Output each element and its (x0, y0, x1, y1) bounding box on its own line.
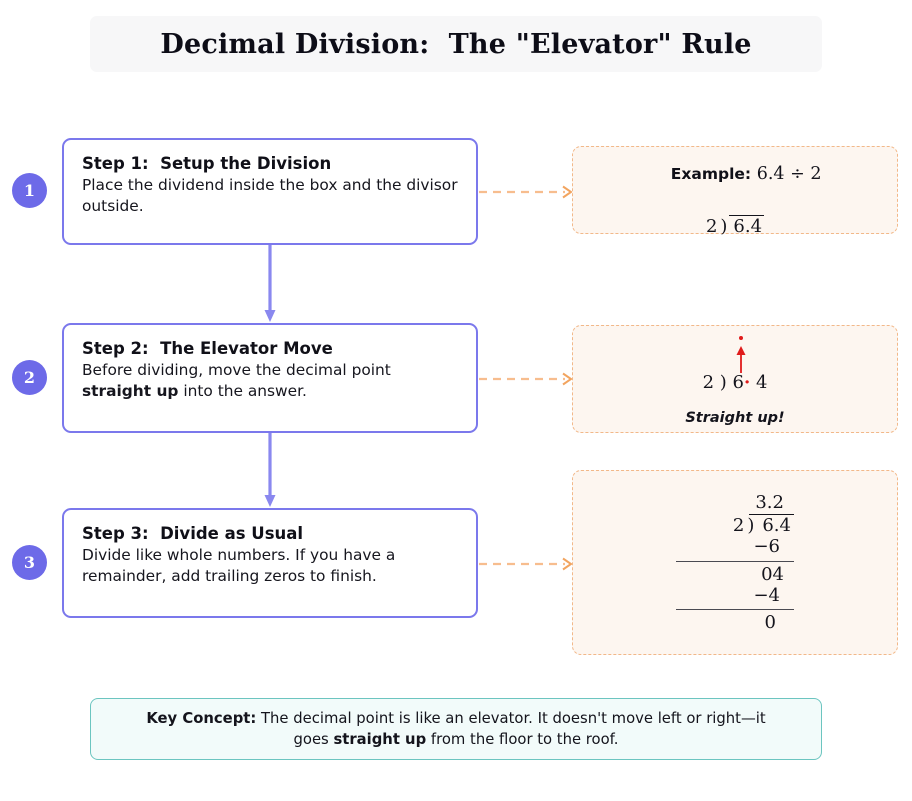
key-concept-part2: from the floor to the roof. (426, 731, 619, 748)
link-connector-step-3 (479, 556, 574, 571)
dashed-arrow-icon (479, 557, 573, 571)
subtract-row-1: −6 (676, 536, 794, 557)
key-concept-emphasis: straight up (333, 731, 427, 748)
step-body-3: Divide like whole numbers. If you have a… (82, 545, 460, 586)
remainder-value: 0 (764, 611, 776, 633)
subtract-row-2: −4 (676, 585, 794, 606)
division-bracket-icon: ) (720, 216, 728, 237)
dividend-decimal-point: · (743, 372, 751, 393)
dividend-value: 6.4 (729, 215, 765, 236)
dashed-arrow-icon (479, 185, 573, 199)
example-panel-3: 3.2 2 ) 6.4 −6 04 −4 0 (572, 470, 898, 655)
step-body-2-emphasis: straight up (82, 381, 179, 400)
step-number-badge-1: 1 (12, 173, 47, 208)
division-bracket-icon: ) (747, 515, 755, 537)
step-body-1-text: Place the dividend inside the box and th… (82, 176, 458, 215)
example-expression-row: Example: 6.4 ÷ 2 (649, 144, 822, 204)
down-arrow-icon (264, 245, 276, 322)
step-body-2-text-part1: Before dividing, move the decimal point (82, 361, 391, 380)
link-connector-step-1 (479, 184, 574, 199)
step-title-3: Step 3: Divide as Usual (82, 524, 304, 543)
example-label: Example: (670, 165, 752, 183)
example-expression: 6.4 ÷ 2 (756, 164, 822, 184)
long-division-worked: 3.2 2 ) 6.4 −6 04 −4 0 (676, 492, 794, 633)
example-panel-1: Example: 6.4 ÷ 2 2 ) 6.4 (572, 144, 898, 237)
dividend-value: 6.4 (762, 515, 791, 537)
step-card-3[interactable]: Step 3: Divide as Usual Divide like whol… (62, 508, 478, 618)
down-arrow-icon (264, 433, 276, 507)
step-body-2: Before dividing, move the decimal point … (82, 360, 460, 401)
division-rule-1 (676, 560, 794, 562)
link-connector-step-2 (479, 371, 574, 386)
quotient-row: 3.2 (676, 492, 794, 516)
elevator-caption: Straight up! (685, 410, 785, 426)
title-banner: Decimal Division: The "Elevator" Rule (90, 16, 822, 72)
division-bracket-icon: ) (719, 372, 727, 393)
divisor-value: 2 (702, 372, 715, 393)
key-concept-callout: Key Concept: The decimal point is like a… (90, 698, 822, 760)
quotient-decimal-dot (739, 336, 743, 340)
division-rule-2 (676, 608, 794, 610)
divisor-value: 2 (705, 216, 718, 237)
key-concept-text: Key Concept: The decimal point is like a… (131, 708, 781, 751)
step-card-1[interactable]: Step 1: Setup the Division Place the div… (62, 138, 478, 245)
flow-connector-2-3 (262, 433, 278, 508)
dividend-left-digit: 6 (732, 372, 744, 393)
bring-down-row: 04 (676, 564, 794, 585)
key-concept-part1: The decimal point is like an elevator. I… (256, 709, 766, 748)
long-division-setup: 2 ) 6.4 (705, 215, 765, 237)
divisor-value: 2 (732, 515, 745, 537)
elevator-illustration: 2 ) 6· 4 (635, 332, 835, 408)
step-body-2-text-part2: into the answer. (178, 381, 307, 400)
step-number-badge-3: 3 (12, 545, 47, 580)
example-panel-2: 2 ) 6· 4 Straight up! (572, 325, 898, 433)
quotient-value: 3.2 (749, 492, 794, 516)
step-title-1: Step 1: Setup the Division (82, 154, 332, 173)
key-concept-label: Key Concept: (146, 709, 257, 727)
subtract-value-1: −6 (753, 536, 780, 558)
flow-connector-1-2 (262, 245, 278, 323)
dividend-right-digit: 4 (755, 372, 768, 393)
step-card-2[interactable]: Step 2: The Elevator Move Before dividin… (62, 323, 478, 433)
step-number-badge-2: 2 (12, 360, 47, 395)
remainder-row: 0 (676, 612, 794, 633)
up-arrow-icon (736, 346, 746, 373)
step-title-2: Step 2: The Elevator Move (82, 339, 333, 358)
dashed-arrow-icon (479, 372, 573, 386)
step-body-1: Place the dividend inside the box and th… (82, 175, 460, 216)
step-number-label-1: 1 (23, 181, 36, 200)
dividend-row: 2 ) 6.4 (676, 515, 794, 536)
step-number-label-3: 3 (23, 553, 36, 572)
elevator-expression: 2 ) 6· 4 (635, 372, 835, 393)
step-body-3-text: Divide like whole numbers. If you have a… (82, 546, 396, 585)
subtract-value-2: −4 (753, 584, 780, 606)
bring-down-value: 04 (761, 563, 784, 585)
step-number-label-2: 2 (23, 368, 36, 387)
page-title: Decimal Division: The "Elevator" Rule (160, 28, 752, 60)
